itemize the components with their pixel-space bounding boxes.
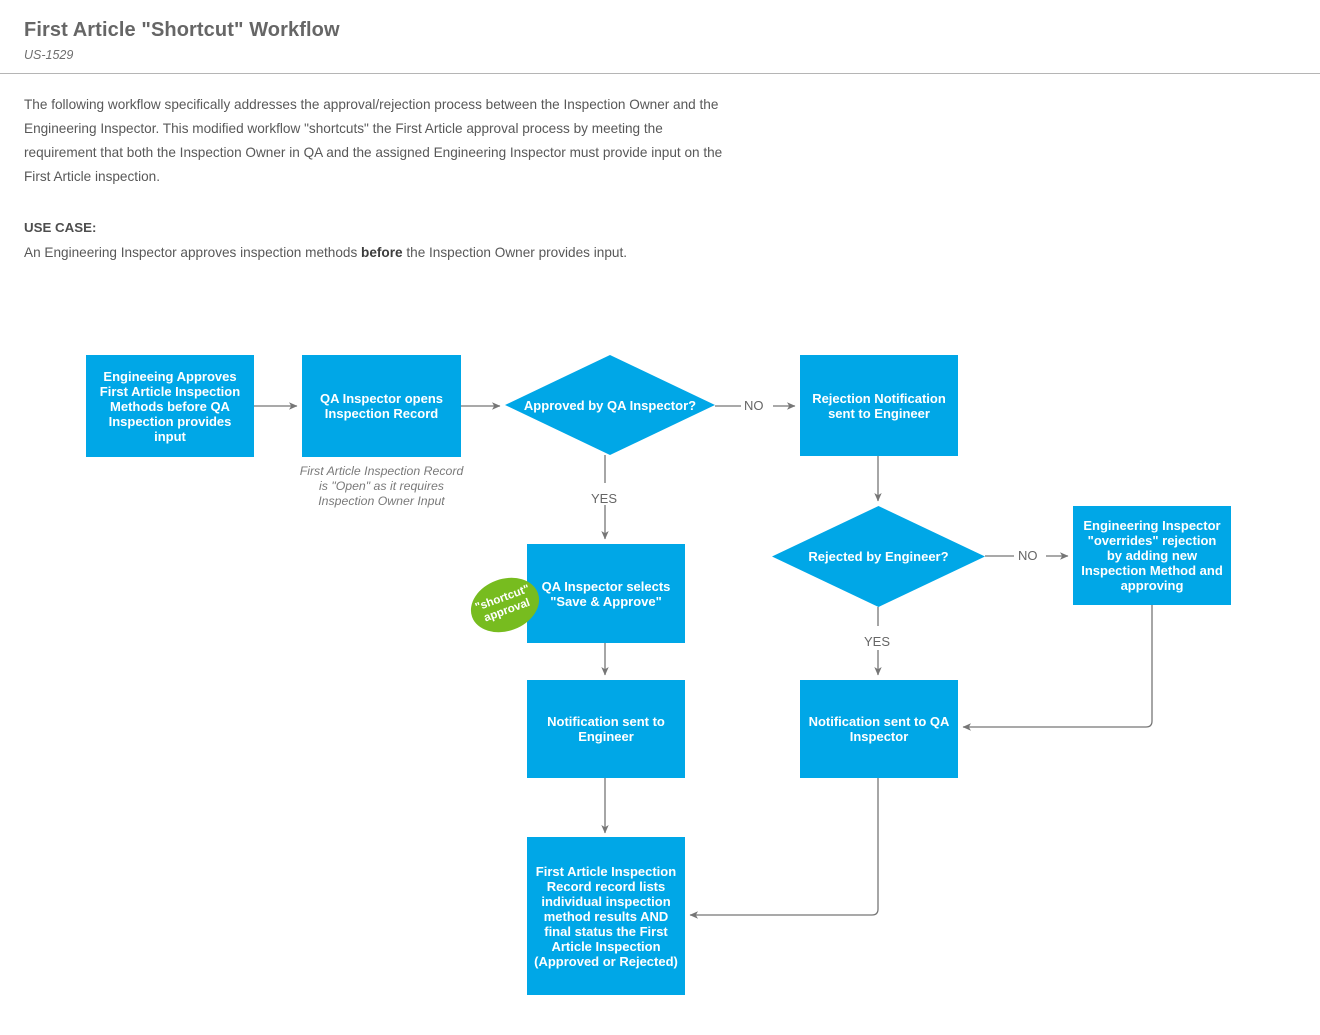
edge-notification-qa-to-final bbox=[689, 778, 879, 919]
node-notification-sent-to-qa-inspector[interactable]: Notification sent to QA Inspector bbox=[800, 680, 958, 778]
edge-label-no-rejected-by-engineer: NO bbox=[1018, 548, 1038, 563]
node-final-article-inspection-record-label: First Article Inspection Record record l… bbox=[534, 863, 678, 969]
page-subtitle-ticket-id: US-1529 bbox=[24, 48, 74, 62]
node-engineer-overrides-rejection[interactable]: Engineering Inspector "overrides" reject… bbox=[1073, 506, 1231, 605]
node-engineer-overrides-rejection-label: Engineering Inspector "overrides" reject… bbox=[1081, 518, 1223, 593]
edge-label-yes-approved-by-qa: YES bbox=[591, 491, 618, 506]
node-notification-sent-to-qa-inspector-label: Notification sent to QA Inspector bbox=[808, 714, 950, 744]
intro-paragraph: The following workflow specifically addr… bbox=[24, 97, 723, 184]
node-qa-inspector-opens-record[interactable]: QA Inspector opens Inspection Record bbox=[302, 355, 461, 457]
node-decision-approved-by-qa-label: Approved by QA Inspector? bbox=[523, 397, 697, 413]
edge-label-no-approved-by-qa: NO bbox=[744, 398, 764, 413]
node-qa-save-and-approve[interactable]: QA Inspector selects "Save & Approve" bbox=[527, 544, 685, 643]
page-title: First Article "Shortcut" Workflow bbox=[24, 19, 340, 41]
use-case-text-before: An Engineering Inspector approves inspec… bbox=[24, 245, 362, 260]
node-qa-inspector-opens-record-label: QA Inspector opens Inspection Record bbox=[319, 391, 444, 421]
use-case-text-after: the Inspection Owner provides input. bbox=[402, 245, 628, 260]
node-decision-rejected-by-engineer[interactable]: Rejected by Engineer? bbox=[772, 506, 985, 607]
node-decision-rejected-by-engineer-label: Rejected by Engineer? bbox=[808, 549, 949, 564]
node-rejection-notification[interactable]: Rejection Notification sent to Engineer bbox=[800, 355, 958, 456]
node-engineering-approves-label: Engineeing Approves First Article Inspec… bbox=[99, 368, 241, 444]
document-header: First Article "Shortcut" Workflow US-152… bbox=[0, 0, 1320, 74]
node-qa-save-and-approve-label: QA Inspector selects "Save & Approve" bbox=[541, 578, 671, 609]
use-case-emphasis: before bbox=[361, 245, 403, 260]
node-engineering-approves[interactable]: Engineeing Approves First Article Inspec… bbox=[86, 355, 254, 457]
edge-label-yes-rejected-by-engineer: YES bbox=[864, 634, 891, 649]
node-final-article-inspection-record[interactable]: First Article Inspection Record record l… bbox=[527, 837, 685, 995]
node-notification-sent-to-engineer[interactable]: Notification sent to Engineer bbox=[527, 680, 685, 778]
use-case-heading: USE CASE: bbox=[24, 220, 97, 235]
note-record-open: First Article Inspection Record is "Open… bbox=[299, 464, 464, 508]
shortcut-approval-badge-label: "shortcut" approval bbox=[473, 583, 532, 625]
edge-override-to-notification-qa bbox=[962, 605, 1153, 731]
use-case-section: USE CASE: An Engineering Inspector appro… bbox=[24, 220, 784, 263]
node-notification-sent-to-engineer-label: Notification sent to Engineer bbox=[547, 714, 665, 744]
intro-section: The following workflow specifically addr… bbox=[24, 93, 724, 189]
node-decision-approved-by-qa[interactable]: Approved by QA Inspector? bbox=[505, 355, 715, 455]
use-case-text: An Engineering Inspector approves inspec… bbox=[24, 243, 784, 263]
node-rejection-notification-label: Rejection Notification sent to Engineer bbox=[812, 390, 946, 421]
